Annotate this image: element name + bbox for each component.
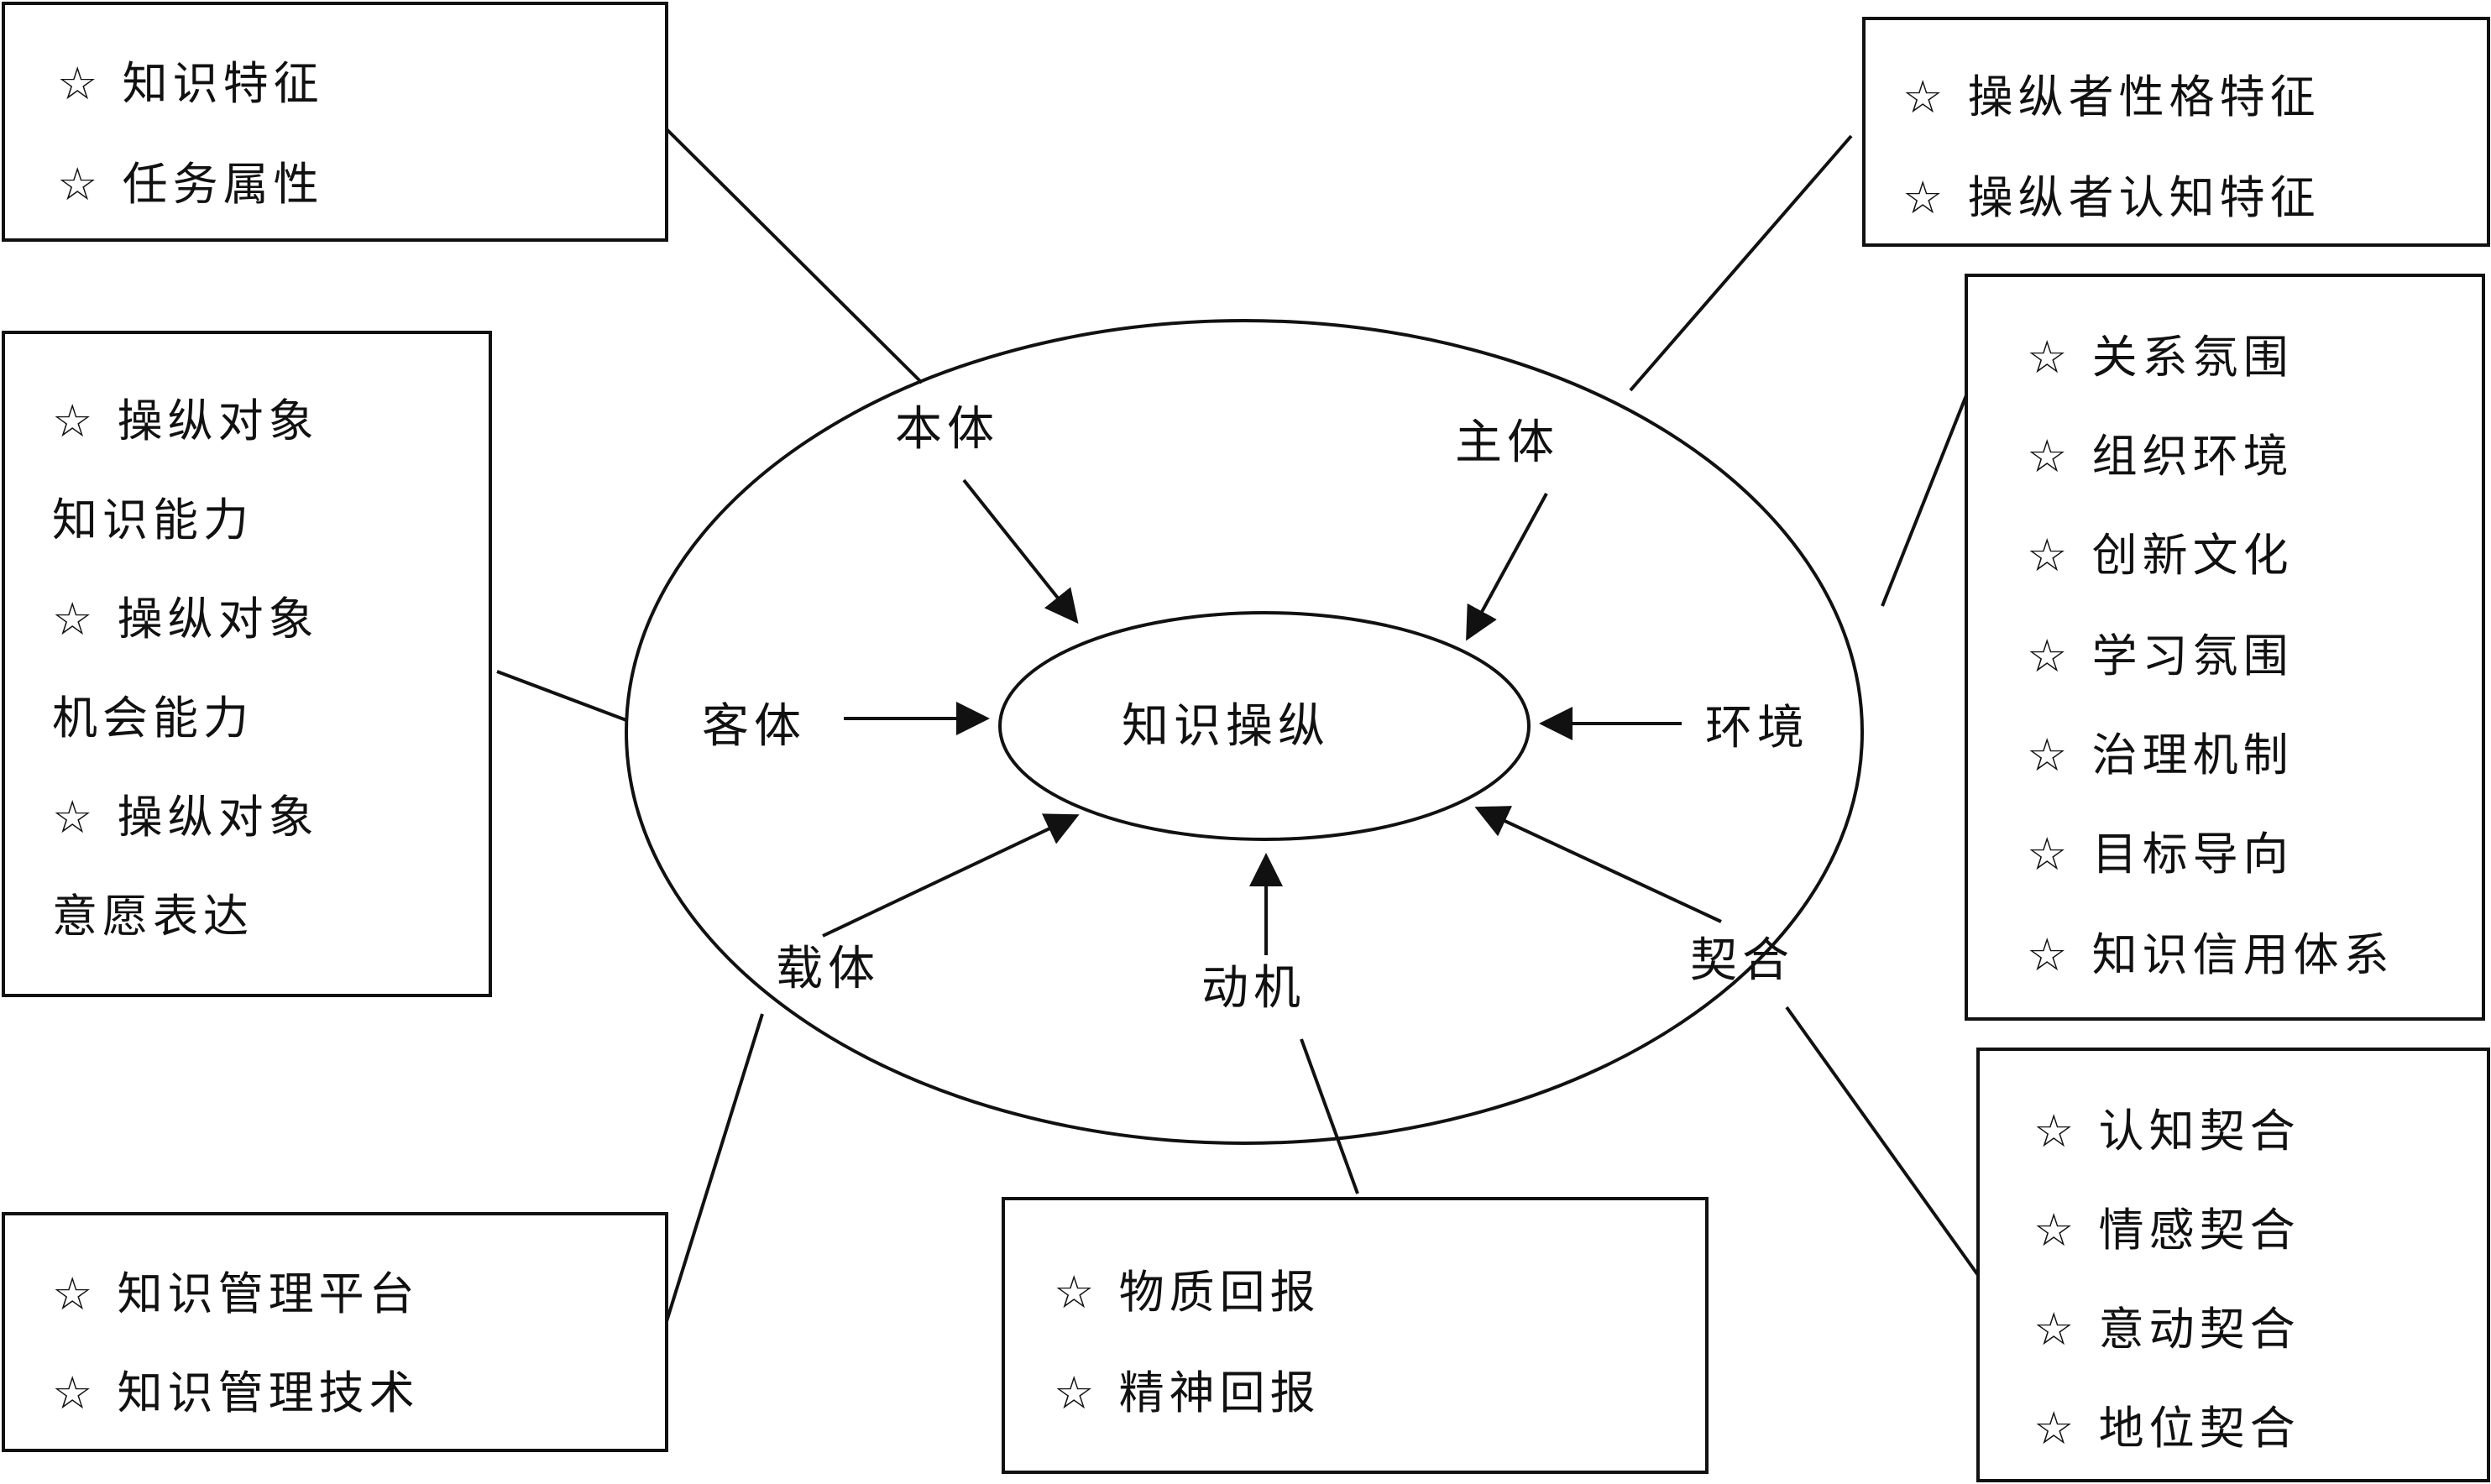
box-object-item: ☆ 操纵对象 [52,395,319,447]
box-environment-item: ☆ 目标导向 [2027,828,2294,880]
box-fit-item: ☆ 情感契合 [2033,1204,2300,1257]
arrow-subject [1466,493,1548,641]
box-fit-item: ☆ 认知契合 [2033,1105,2300,1157]
box-carrier-item: ☆ 知识管理技术 [52,1366,420,1419]
box-motivation: ☆ 物质回报 ☆ 精神回报 [1002,1197,1709,1474]
center-label: 知识操纵 [1122,699,1330,754]
box-environment-item: ☆ 学习氛围 [2027,630,2294,682]
box-environment-item: ☆ 组织环境 [2027,430,2294,483]
box-noumenon-item: ☆ 知识特征 [57,57,324,110]
box-environment-item: ☆ 知识信用体系 [2027,928,2394,981]
box-fit: ☆ 认知契合 ☆ 情感契合 ☆ 意动契合 ☆ 地位契合 [1976,1048,2490,1482]
factor-label-object: 客体 [702,699,806,754]
connector-noumenon [663,126,924,384]
connector-motivation [1300,1038,1359,1194]
box-subject-item: ☆ 操纵者认知特征 [1902,171,2321,224]
outer-ellipse [625,319,1864,1145]
box-carrier: ☆ 知识管理平台 ☆ 知识管理技术 [2,1212,668,1452]
connector-object [496,670,627,722]
box-environment-item: ☆ 创新文化 [2027,529,2294,582]
connector-subject [1629,134,1853,392]
box-object-item: 意愿表达 [52,890,254,943]
connector-environment [1881,374,1976,607]
box-environment: ☆ 关系氛围 ☆ 组织环境 ☆ 创新文化 ☆ 学习氛围 ☆ 治理机制 ☆ 目标导… [1965,274,2485,1021]
factor-label-noumenon: 本体 [895,402,999,457]
factor-label-fit: 契合 [1690,933,1794,988]
box-subject-item: ☆ 操纵者性格特征 [1902,71,2321,123]
box-environment-item: ☆ 关系氛围 [2027,331,2294,384]
inner-ellipse [998,611,1531,841]
factor-label-carrier: 载体 [776,942,880,996]
box-object-item: 机会能力 [52,692,254,745]
box-environment-item: ☆ 治理机制 [2027,729,2294,781]
arrow-noumenon [962,478,1079,624]
box-fit-item: ☆ 地位契合 [2033,1402,2300,1455]
connector-fit [1785,1006,1981,1279]
box-object: ☆ 操纵对象 知识能力 ☆ 操纵对象 机会能力 ☆ 操纵对象 意愿表达 [2,331,492,997]
arrow-fit [1474,806,1722,923]
box-noumenon: ☆ 知识特征 ☆ 任务属性 [2,2,668,242]
box-subject: ☆ 操纵者性格特征 ☆ 操纵者认知特征 [1862,17,2490,247]
arrow-carrier [822,813,1080,938]
box-motivation-item: ☆ 物质回报 [1054,1266,1321,1319]
box-object-item: 知识能力 [52,494,254,546]
factor-label-subject: 主体 [1455,415,1559,470]
factor-label-environment: 环境 [1705,701,1809,755]
box-noumenon-item: ☆ 任务属性 [57,158,324,211]
factor-label-motivation: 动机 [1201,961,1306,1016]
box-fit-item: ☆ 意动契合 [2033,1303,2300,1356]
box-motivation-item: ☆ 精神回报 [1054,1366,1321,1419]
connector-carrier [662,1013,764,1333]
box-object-item: ☆ 操纵对象 [52,593,319,645]
box-carrier-item: ☆ 知识管理平台 [52,1267,420,1320]
box-object-item: ☆ 操纵对象 [52,791,319,844]
